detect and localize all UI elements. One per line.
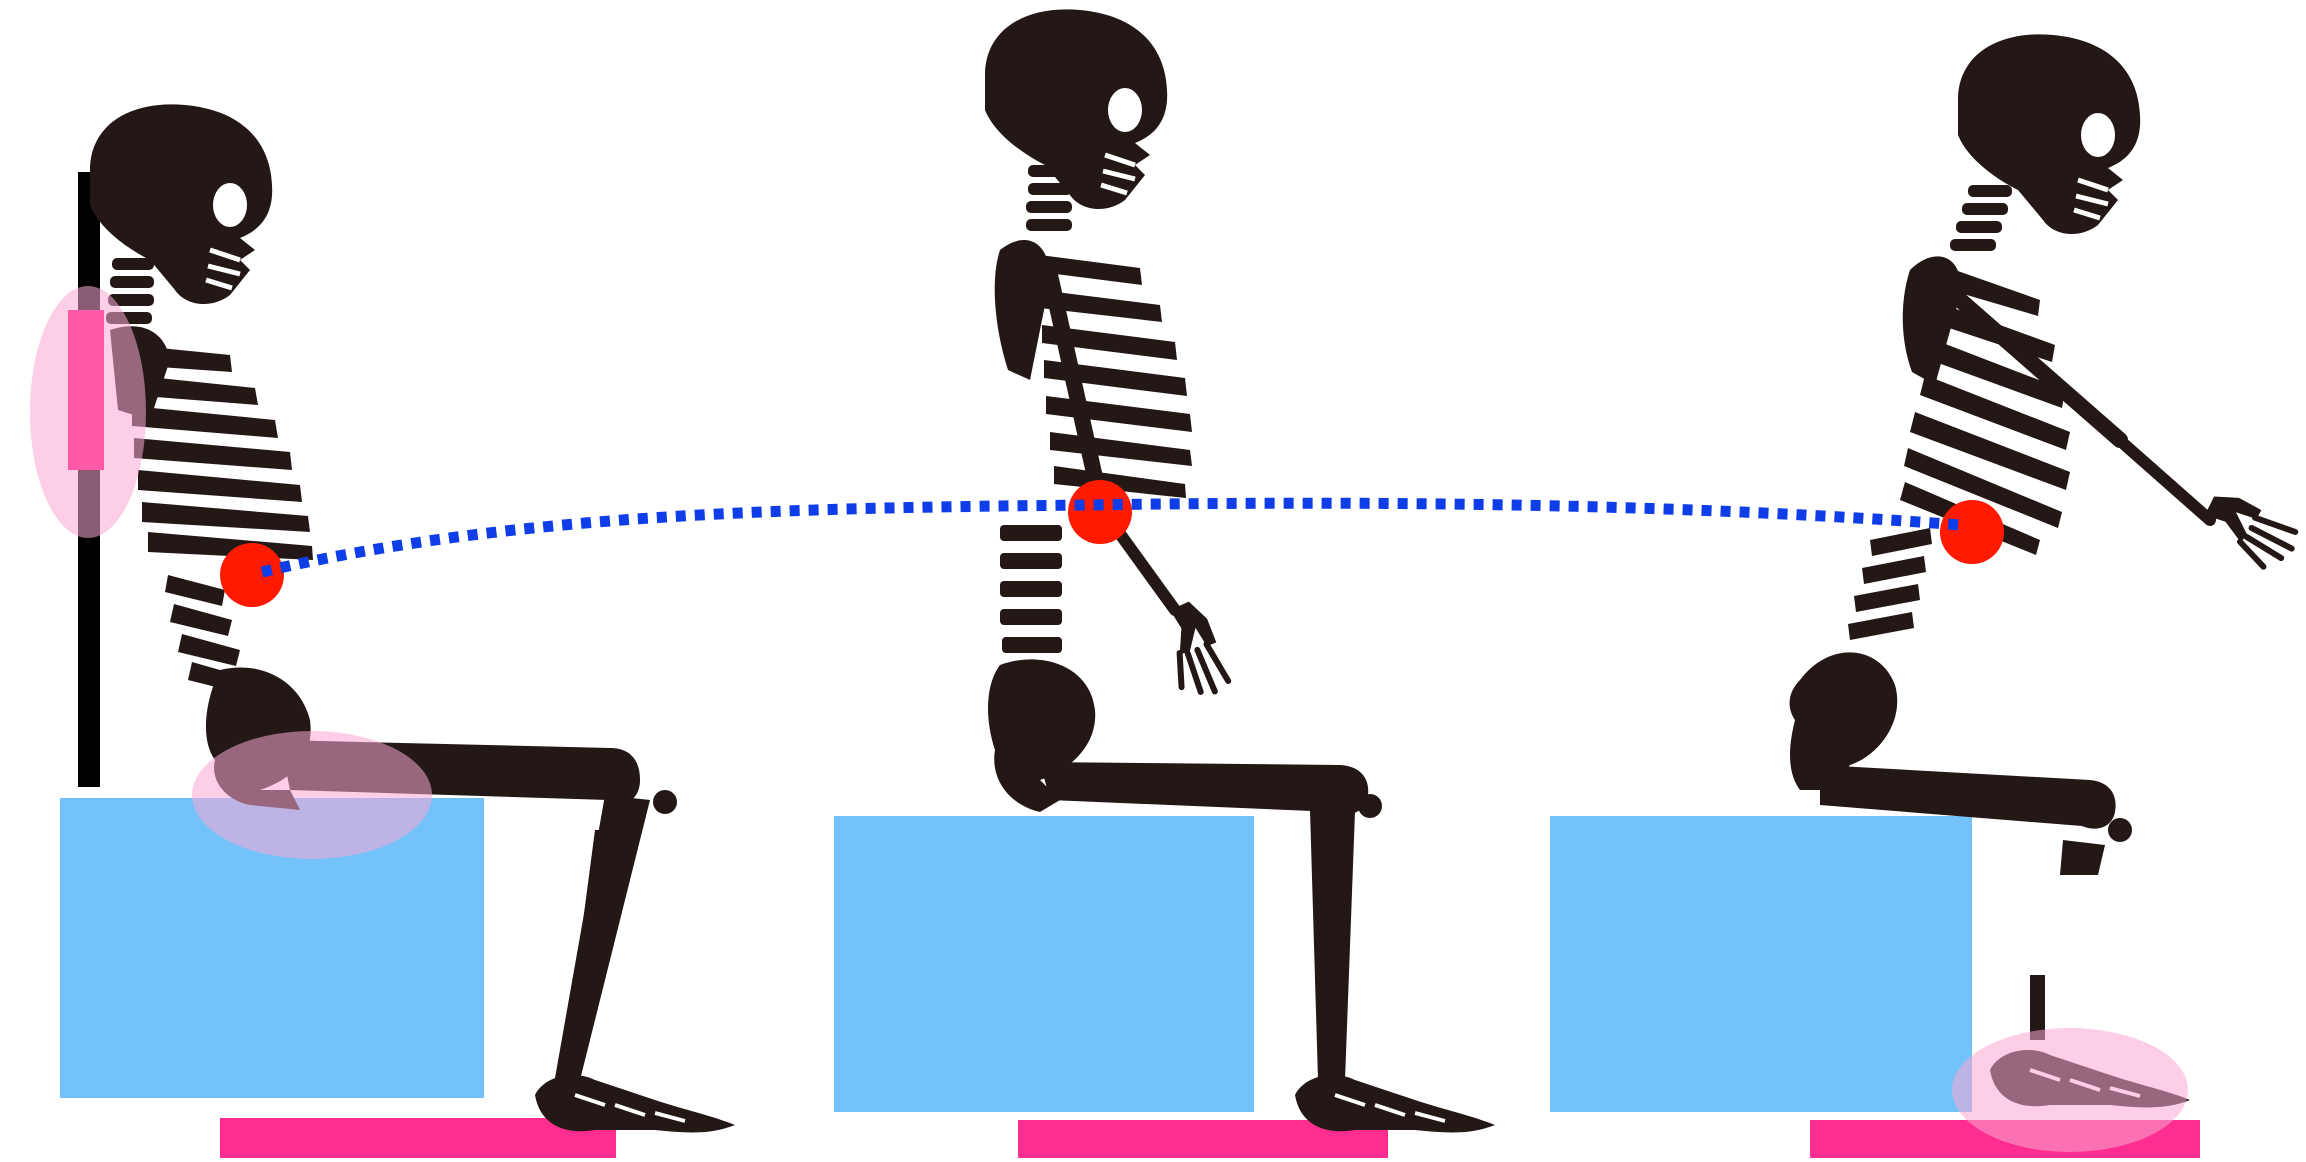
center-of-gravity-dot: [220, 543, 284, 607]
backrest-pad: [68, 310, 104, 470]
center-of-gravity-dot: [1940, 500, 2004, 564]
center-of-gravity-dot: [1068, 480, 1132, 544]
seat-block: [1550, 816, 1972, 1112]
cervical-spine: [1026, 165, 1072, 231]
lumbar-spine: [1848, 528, 1932, 640]
ribcage: [1040, 255, 1192, 498]
cervical-spine: [1950, 185, 2012, 251]
leaning-back-posture: [30, 104, 735, 1158]
seat-block: [834, 816, 1254, 1112]
upright-posture: [834, 9, 1495, 1158]
buttocks-pressure-highlight: [192, 731, 432, 859]
foot-pressure-highlight: [1952, 1028, 2188, 1152]
lumbar-spine: [1000, 525, 1062, 653]
forward-lean-posture: [1550, 34, 2301, 1158]
